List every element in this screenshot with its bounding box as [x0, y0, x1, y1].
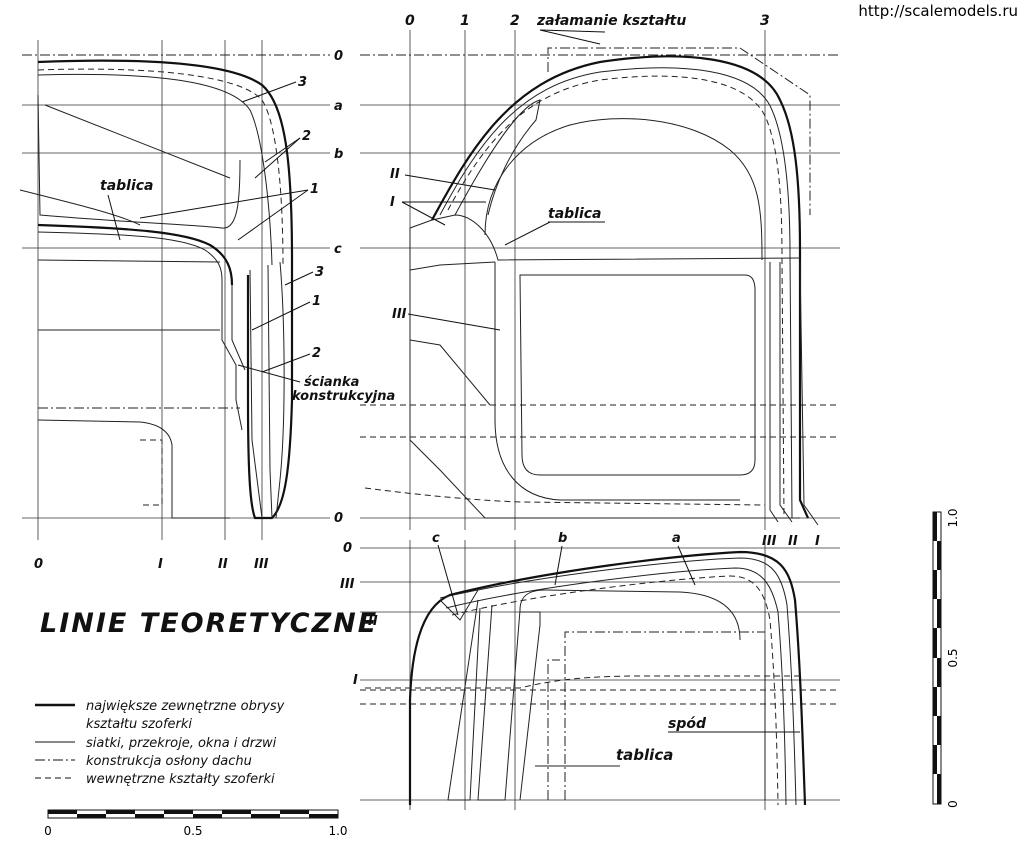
- axis-0: 0: [34, 557, 43, 572]
- legend-text-2: siatki, przekroje, okna i drzwi: [86, 736, 277, 751]
- front-label-3a: 3: [298, 75, 307, 90]
- plan-view: [360, 540, 840, 810]
- section-label-I: I: [390, 195, 395, 210]
- station-3: 3: [760, 13, 770, 29]
- side-tablica-label: tablica: [548, 206, 602, 222]
- right-label-I: I: [815, 534, 820, 549]
- plan-line-I: I: [353, 673, 358, 688]
- plan-marker-c: c: [432, 531, 440, 546]
- wall-label-line2: konstrukcyjna: [292, 389, 395, 404]
- legend-text-1b: kształtu szoferki: [86, 717, 192, 732]
- front-tablica-label: tablica: [100, 178, 154, 194]
- front-label-1b: 1: [312, 294, 321, 309]
- front-label-2a: 2: [302, 129, 311, 144]
- right-label-II: II: [788, 534, 798, 549]
- scale-bar-horizontal: 0 0.5 1.0: [44, 809, 348, 838]
- plan-line-III: III: [340, 577, 355, 592]
- axis-II: II: [218, 557, 228, 572]
- plan-tablica-label: tablica: [616, 746, 673, 764]
- waterline-0-bottom: 0: [334, 511, 343, 526]
- front-view: [19, 40, 330, 540]
- watermark-bg: [830, 0, 1024, 22]
- break-label: załamanie kształtu: [536, 13, 686, 29]
- legend-text-1a: największe zewnętrzne obrysy: [86, 699, 285, 714]
- vscale-tick-0: 0: [946, 800, 960, 808]
- side-view: [360, 30, 840, 530]
- watermark: http://scalemodels.ru: [858, 2, 1018, 20]
- spod-label: spód: [668, 716, 707, 732]
- station-2: 2: [510, 13, 520, 29]
- plan-marker-b: b: [558, 531, 567, 546]
- front-label-2b: 2: [312, 346, 321, 361]
- hscale-tick-10: 1.0: [328, 824, 347, 838]
- waterline-0-top: 0: [334, 49, 343, 64]
- waterline-a: a: [334, 99, 343, 114]
- wall-label-line1: ścianka: [304, 375, 359, 390]
- vscale-tick-05: 0.5: [946, 648, 960, 667]
- axis-I: I: [158, 557, 163, 572]
- front-label-1a: 1: [310, 182, 319, 197]
- plan-marker-a: a: [672, 531, 681, 546]
- station-1: 1: [460, 13, 470, 29]
- vscale-tick-10: 1.0: [946, 508, 960, 527]
- waterline-b: b: [334, 147, 343, 162]
- plan-line-0: 0: [343, 541, 352, 556]
- section-label-II: II: [390, 167, 400, 182]
- drawing-title: LINIE TEORETYCZNE: [40, 608, 378, 639]
- legend-text-3: konstrukcja osłony dachu: [86, 754, 252, 769]
- hscale-tick-05: 0.5: [183, 824, 202, 838]
- hscale-tick-0: 0: [44, 824, 52, 838]
- scale-bar-vertical: 1.0 0.5 0: [932, 508, 960, 808]
- waterline-c: c: [334, 242, 342, 257]
- plan-line-II: II: [368, 614, 378, 629]
- legend-text-4: wewnętrzne kształty szoferki: [86, 772, 275, 787]
- legend: największe zewnętrzne obrysy kształtu sz…: [35, 699, 285, 787]
- right-label-III: III: [762, 534, 777, 549]
- section-label-III: III: [392, 307, 407, 322]
- front-label-3b: 3: [315, 265, 324, 280]
- axis-III: III: [254, 557, 269, 572]
- station-0: 0: [405, 13, 415, 29]
